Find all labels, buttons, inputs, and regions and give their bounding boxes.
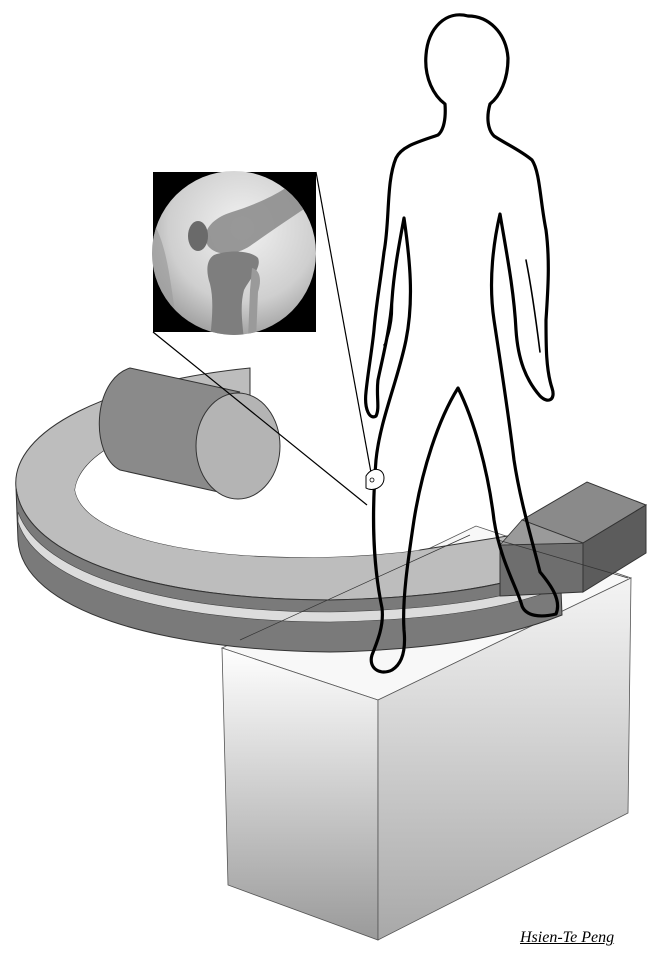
artist-signature: Hsien-Te Peng: [520, 929, 614, 947]
fluoroscopy-inset: [152, 165, 330, 340]
pedestal-front: [222, 648, 378, 940]
source-front: [500, 543, 583, 596]
right-arm-inner-line: [526, 260, 540, 352]
intensifier-face: [196, 393, 280, 499]
c-arm: [16, 368, 562, 652]
patella-bone: [188, 221, 208, 251]
projection-line-upper: [316, 172, 372, 478]
knee-marker: [366, 469, 384, 489]
